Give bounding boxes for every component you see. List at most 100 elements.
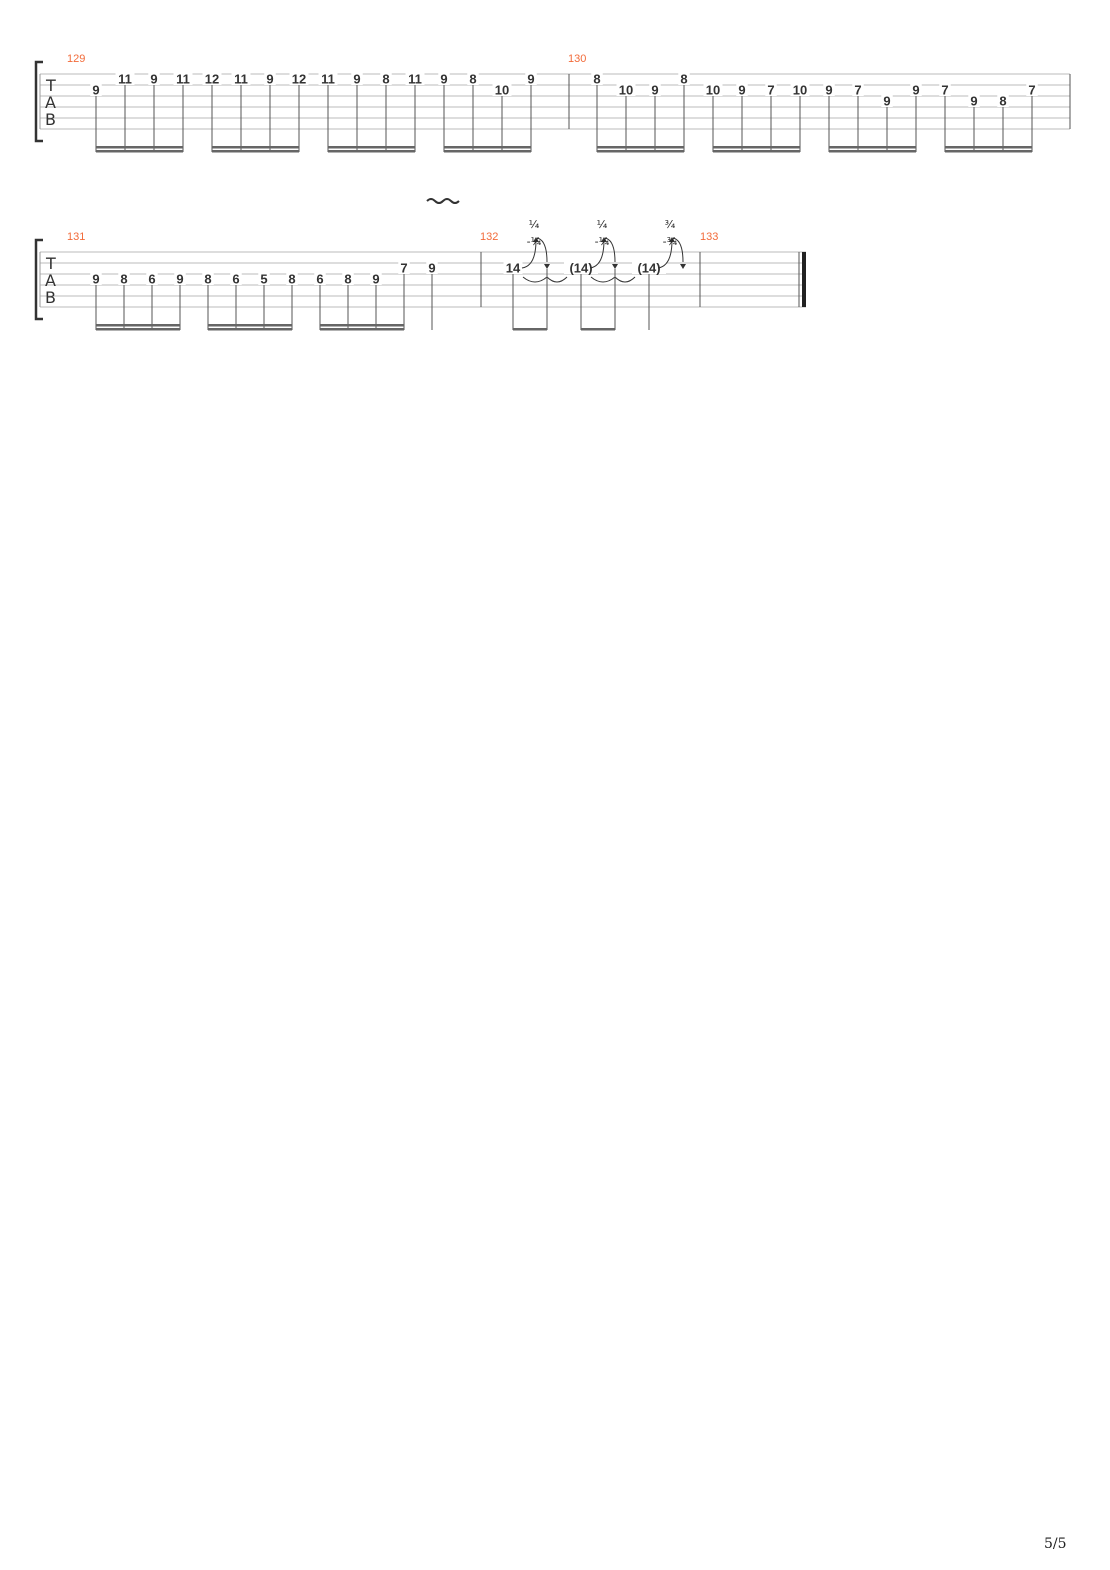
fret-number: 9 [527, 72, 534, 87]
fret-number: 5 [260, 272, 267, 287]
fret-number: 8 [469, 72, 476, 87]
fret-number: 7 [854, 83, 861, 98]
beam [444, 146, 531, 149]
fret-background [90, 83, 102, 96]
beam [713, 146, 800, 149]
vibrato-mark [426, 198, 460, 204]
fret-background [202, 72, 222, 85]
beam [444, 150, 531, 153]
fret-background [286, 272, 298, 285]
fret-background [174, 272, 186, 285]
fret-background [173, 72, 193, 85]
beam [945, 150, 1032, 153]
bend-amount: ¼ [529, 218, 540, 231]
fret-number: 8 [204, 272, 211, 287]
tab-clef-a: A [45, 271, 56, 290]
beam [829, 150, 916, 153]
page-number: 5/5 [1044, 1536, 1067, 1552]
beam [96, 324, 180, 327]
fret-number: 9 [428, 261, 435, 276]
fret-background [678, 72, 690, 85]
release-arrow [536, 237, 548, 263]
beam [597, 150, 684, 153]
bend-arrow [521, 239, 537, 269]
fret-number: 9 [266, 72, 273, 87]
fret-number: 8 [593, 72, 600, 87]
fret-background [426, 261, 438, 274]
fret-background [90, 272, 102, 285]
release-arrowhead [680, 264, 686, 269]
fret-background [405, 72, 425, 85]
release-amount: -¼ [595, 235, 610, 248]
fret-background [398, 261, 410, 274]
fret-number: 8 [120, 272, 127, 287]
fret-background [380, 72, 392, 85]
beam [713, 150, 800, 153]
fret-number: 10 [495, 83, 509, 98]
fret-number: 10 [706, 83, 720, 98]
release-arrowhead [612, 264, 618, 269]
fret-number: 11 [321, 72, 335, 87]
bend-arrow [657, 239, 673, 269]
fret-background [438, 72, 450, 85]
system-bracket [34, 238, 43, 321]
fret-number: 9 [92, 272, 99, 287]
fret-number: 10 [793, 83, 807, 98]
fret-background [318, 72, 338, 85]
fret-number: 8 [999, 94, 1006, 109]
beam [208, 324, 292, 327]
fret-background [115, 72, 135, 85]
tab-clef-b: B [45, 110, 56, 129]
fret-number: 9 [883, 94, 890, 109]
fret-background [503, 261, 523, 274]
fret-background [1026, 83, 1038, 96]
fret-number: 9 [440, 72, 447, 87]
beam [96, 328, 180, 331]
beam [945, 146, 1032, 149]
fret-number: 11 [408, 72, 422, 87]
fret-background [939, 83, 951, 96]
fret-number: 9 [912, 83, 919, 98]
fret-background [230, 272, 242, 285]
fret-number: 7 [1028, 83, 1035, 98]
fret-background [492, 83, 512, 96]
fret-background [997, 94, 1009, 107]
fret-background [231, 72, 251, 85]
beam [513, 328, 547, 331]
fret-background [736, 83, 748, 96]
tab-clef-t: T [45, 254, 56, 273]
fret-background [790, 83, 810, 96]
tab-clef-b: B [45, 288, 56, 307]
fret-background [148, 72, 160, 85]
fret-number: 9 [970, 94, 977, 109]
beam [328, 146, 415, 149]
fret-number: 8 [680, 72, 687, 87]
fret-background [649, 83, 661, 96]
system-bracket [34, 60, 43, 143]
fret-number: 9 [738, 83, 745, 98]
fret-number: 9 [825, 83, 832, 98]
fret-background [146, 272, 158, 285]
beam [96, 150, 183, 153]
bend-amount: ¼ [597, 218, 608, 231]
fret-background [289, 72, 309, 85]
fret-background [370, 272, 382, 285]
fret-background [632, 261, 666, 274]
fret-background [202, 272, 214, 285]
beam [212, 150, 299, 153]
fret-number: 9 [353, 72, 360, 87]
fret-number: 12 [205, 72, 219, 87]
fret-background [314, 272, 326, 285]
fret-background [910, 83, 922, 96]
tab-clef-a: A [45, 93, 56, 112]
release-amount: -¾ [663, 235, 678, 248]
fret-number: 12 [292, 72, 306, 87]
fret-background [968, 94, 980, 107]
fret-background [258, 272, 270, 285]
fret-background [351, 72, 363, 85]
fret-number: 9 [92, 83, 99, 98]
fret-background [591, 72, 603, 85]
fret-background [852, 83, 864, 96]
